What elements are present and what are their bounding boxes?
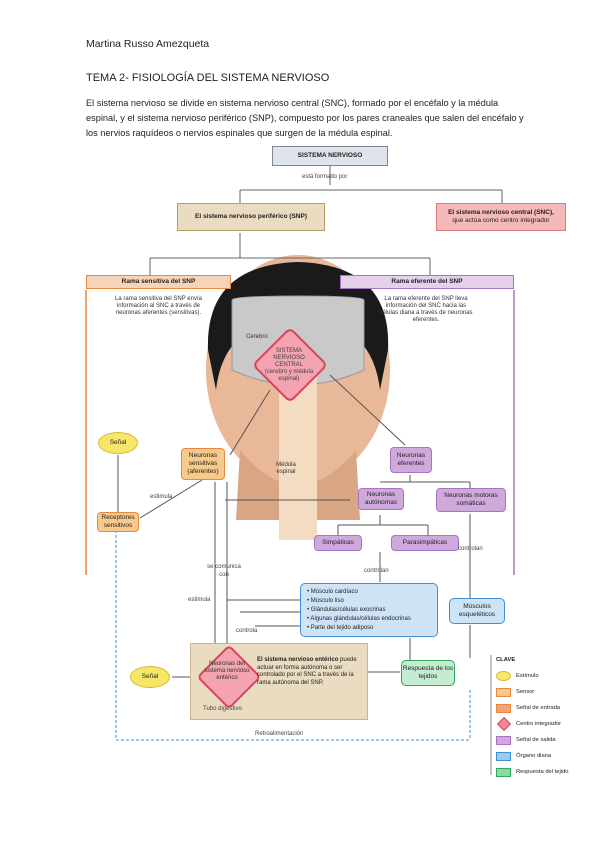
rama-sensitiva-header: Rama sensitiva del SNP: [86, 275, 231, 289]
respuesta-box: Respuesta de los tejidos: [401, 660, 455, 686]
legend-label: Señal de salida: [516, 736, 556, 743]
estimula-label-2: estimula: [188, 597, 211, 603]
neuronas-eferentes-box: Neuronas eferentes: [390, 447, 432, 473]
enterico-text: puede actuar en forma autónoma o ser con…: [257, 657, 357, 686]
rect-swatch-icon: [496, 703, 511, 713]
organo-item: • Glándulas/células exocrinas: [307, 607, 386, 613]
simpaticas-box: Simpáticas: [314, 535, 362, 551]
estimula-label-1: estimula: [150, 494, 173, 500]
enterico-diamond-label: Neuronas del sistema nervioso entérico: [204, 661, 250, 681]
legend-item-senal-entrada: Señal de entrada: [496, 700, 586, 716]
diamond-swatch-icon: [496, 716, 512, 732]
intro-paragraph: El sistema nervioso se divide en sistema…: [86, 98, 524, 138]
organo-item: • Músculo cardíaco: [307, 589, 358, 595]
organo-item: • Algunas glándulas/células endocrinas: [307, 616, 411, 622]
author-name: Martina Russo Amezqueta: [86, 38, 210, 50]
legend-label: Señal de entrada: [516, 704, 561, 711]
rama-eferente-text: La rama eferente del SNP lleva informaci…: [379, 296, 473, 323]
organo-item: • Músculo liso: [307, 598, 344, 604]
tubo-digestivo-label: Tubo digestivo: [203, 706, 242, 712]
neuronas-motoras-box: Neuronas motoras somáticas: [436, 488, 506, 512]
musculos-box: Músculos esqueléticos: [449, 598, 505, 624]
rect-swatch-icon: [496, 767, 511, 777]
snc-subtitle: que actúa como centro integrador: [452, 217, 550, 224]
receptores-box: Receptores sensitivos: [97, 512, 139, 532]
legend-item-centro-integrador: Centro integrador: [496, 716, 586, 732]
retroalimentacion-label: Retroalimentación: [255, 731, 304, 737]
organo-item: • Parte del tejido adiposo: [307, 625, 374, 631]
senal-top-oval: Señal: [98, 432, 138, 454]
senal-bottom-oval: Señal: [130, 666, 170, 688]
legend-label: Órgano diana: [516, 752, 552, 759]
enterico-title: El sistema nervioso entérico: [257, 657, 339, 663]
cerebro-label: Cerebro: [246, 334, 268, 340]
legend-item-estimulo: Estímulo: [496, 668, 586, 684]
snc-center-label: SISTEMA NERVIOSO CENTRAL (cerebro y médu…: [262, 348, 316, 383]
snc-center-title: SISTEMA NERVIOSO CENTRAL: [273, 348, 305, 368]
legend-label: Sensor: [516, 688, 535, 695]
snp-box: El sistema nervioso periférico (SNP): [177, 203, 325, 231]
medula-label: Médula espinal: [276, 462, 296, 475]
neuronas-sensitivas-box: Neuronas sensitivas (aferentes): [181, 448, 225, 480]
hair-shape: [207, 262, 389, 390]
neuronas-autonomas-box: Neuronas autónomas: [358, 488, 404, 510]
legend-item-organo-diana: Órgano diana: [496, 748, 586, 764]
legend-item-sensor: Sensor: [496, 684, 586, 700]
legend: CLAVE Estímulo Sensor Señal de entrada C…: [496, 657, 586, 780]
legend-label: Estímulo: [516, 672, 539, 679]
rect-swatch-icon: [496, 751, 511, 761]
snc-center-subtitle: (cerebro y médula espinal): [264, 369, 314, 382]
legend-title: CLAVE: [496, 657, 516, 663]
rama-sensitiva-text: La rama sensitiva del SNP envía informac…: [115, 296, 202, 316]
legend-label: Centro integrador: [516, 720, 562, 727]
page-title: TEMA 2- FISIOLOGÍA DEL SISTEMA NERVIOSO: [86, 72, 330, 84]
legend-item-respuesta: Respuesta del tejido: [496, 764, 586, 780]
controlan-label-1: controlan: [364, 568, 389, 574]
sistema-nervioso-box: SISTEMA NERVIOSO: [272, 146, 388, 166]
controlan-label-2: controlan: [458, 546, 483, 552]
legend-item-senal-salida: Señal de salida: [496, 732, 586, 748]
parasimpaticas-box: Parasimpáticas: [391, 535, 459, 551]
organos-diana-box: • Músculo cardíaco • Músculo liso • Glán…: [300, 583, 438, 637]
esta-formado-por-label: está formado por: [302, 174, 348, 180]
se-comunica-con-label: se comunica con: [207, 564, 241, 578]
legend-label: Respuesta del tejido: [516, 768, 569, 775]
oval-swatch-icon: [496, 671, 511, 681]
snc-title: El sistema nervioso central (SNC),: [448, 209, 554, 216]
snc-box: El sistema nervioso central (SNC), que a…: [436, 203, 566, 231]
rama-eferente-header: Rama eferente del SNP: [340, 275, 514, 289]
rect-swatch-icon: [496, 735, 511, 745]
enterico-description: El sistema nervioso entérico puede actua…: [257, 657, 361, 687]
controla-label: controla: [236, 628, 258, 634]
rect-swatch-icon: [496, 687, 511, 697]
